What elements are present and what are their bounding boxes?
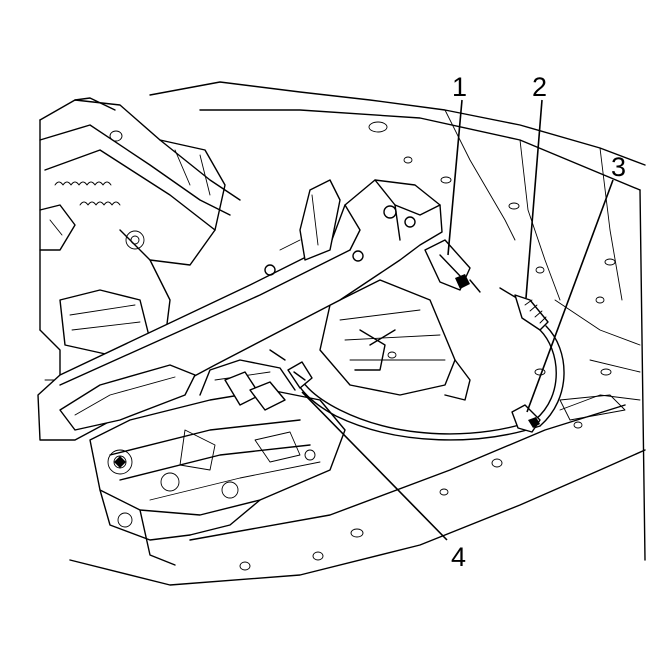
transmission-assembly [39,97,241,436]
exhaust-and-converter [319,279,471,401]
callout-3-leader [526,179,614,413]
callout-4-label: 4 [451,542,466,572]
transmission-crossmember [37,179,443,441]
callout-3-label: 3 [611,152,626,182]
shift-cable-components [269,239,565,441]
callout-2-label: 2 [532,72,547,102]
callout-3: 3 [526,152,626,413]
callout-1-leader [447,99,463,256]
callout-2: 2 [525,72,547,299]
callout-4: 4 [301,391,466,572]
callout-1: 1 [447,72,467,256]
lower-transmission [89,359,346,566]
callout-1-label: 1 [452,72,467,102]
callout-4-leader [301,391,448,541]
callout-2-leader [525,99,543,299]
